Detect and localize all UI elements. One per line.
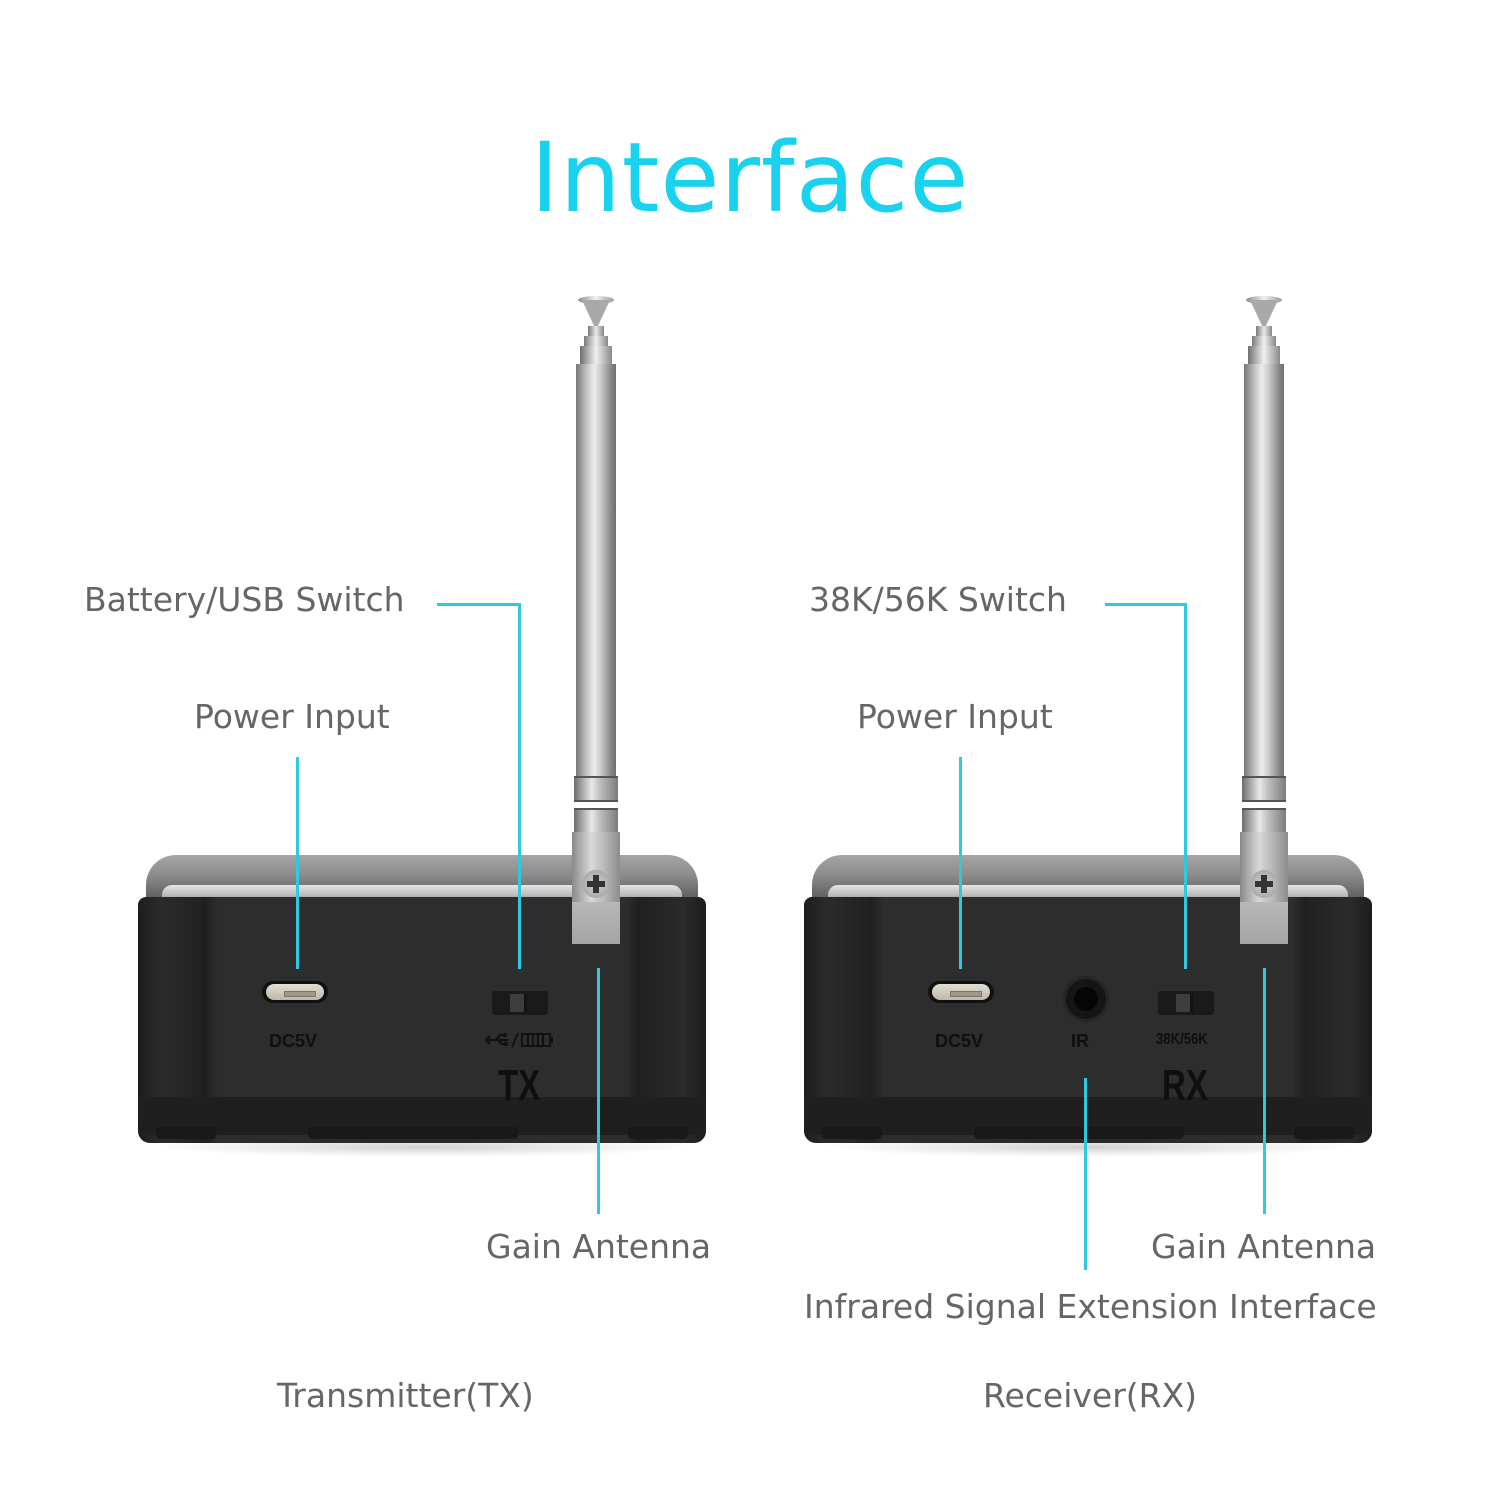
leader-line-antenna-rx — [1263, 968, 1266, 1214]
caption-transmitter: Transmitter(TX) — [277, 1376, 534, 1415]
port-label-dc5v-tx: DC5V — [269, 1031, 318, 1051]
page-title: Interface — [530, 122, 970, 234]
device-foot — [628, 1127, 688, 1139]
leader-line-antenna-tx — [597, 968, 600, 1214]
device-mark-tx: TX — [498, 1061, 541, 1110]
label-38k-56k-switch: 38K/56K Switch — [809, 580, 1067, 619]
label-gain-antenna-rx: Gain Antenna — [1151, 1227, 1377, 1266]
usb-c-port-icon — [262, 981, 328, 1003]
device-foot — [1294, 1127, 1354, 1139]
leader-line-switch-tx-vertical — [518, 603, 521, 969]
audio-jack-icon — [1066, 979, 1106, 1019]
device-shadow — [814, 1137, 1362, 1157]
38k-56k-switch[interactable] — [1158, 991, 1214, 1015]
leader-line-switch-rx-vertical — [1184, 603, 1187, 969]
port-label-38k-56k: 38K/56K — [1156, 1031, 1208, 1048]
screw-icon — [1250, 870, 1278, 898]
leader-line-power-rx — [959, 757, 962, 969]
transmitter-device: DC5V TX — [138, 855, 706, 1157]
screw-icon — [582, 870, 610, 898]
telescopic-antenna-icon — [1240, 296, 1288, 944]
device-foot — [822, 1127, 882, 1139]
label-battery-usb-switch: Battery/USB Switch — [84, 580, 405, 619]
usb-battery-icon — [484, 1031, 556, 1054]
leader-line-switch-tx — [437, 603, 521, 606]
label-power-input-rx: Power Input — [857, 697, 1053, 736]
device-foot — [308, 1127, 518, 1139]
telescopic-antenna-icon — [572, 296, 620, 944]
leader-line-ir — [1084, 1078, 1087, 1270]
device-foot — [156, 1127, 216, 1139]
device-foot — [974, 1127, 1184, 1139]
port-label-ir: IR — [1071, 1031, 1089, 1051]
usb-c-port-icon — [928, 981, 994, 1003]
caption-receiver: Receiver(RX) — [983, 1376, 1198, 1415]
battery-usb-switch[interactable] — [492, 991, 548, 1015]
label-gain-antenna-tx: Gain Antenna — [486, 1227, 712, 1266]
leader-line-switch-rx — [1105, 603, 1187, 606]
device-mark-rx: RX — [1162, 1061, 1208, 1110]
leader-line-power-tx — [296, 757, 299, 969]
port-label-dc5v-rx: DC5V — [935, 1031, 984, 1051]
label-infrared-extension: Infrared Signal Extension Interface — [804, 1287, 1377, 1326]
label-power-input-tx: Power Input — [194, 697, 390, 736]
device-shadow — [148, 1137, 696, 1157]
